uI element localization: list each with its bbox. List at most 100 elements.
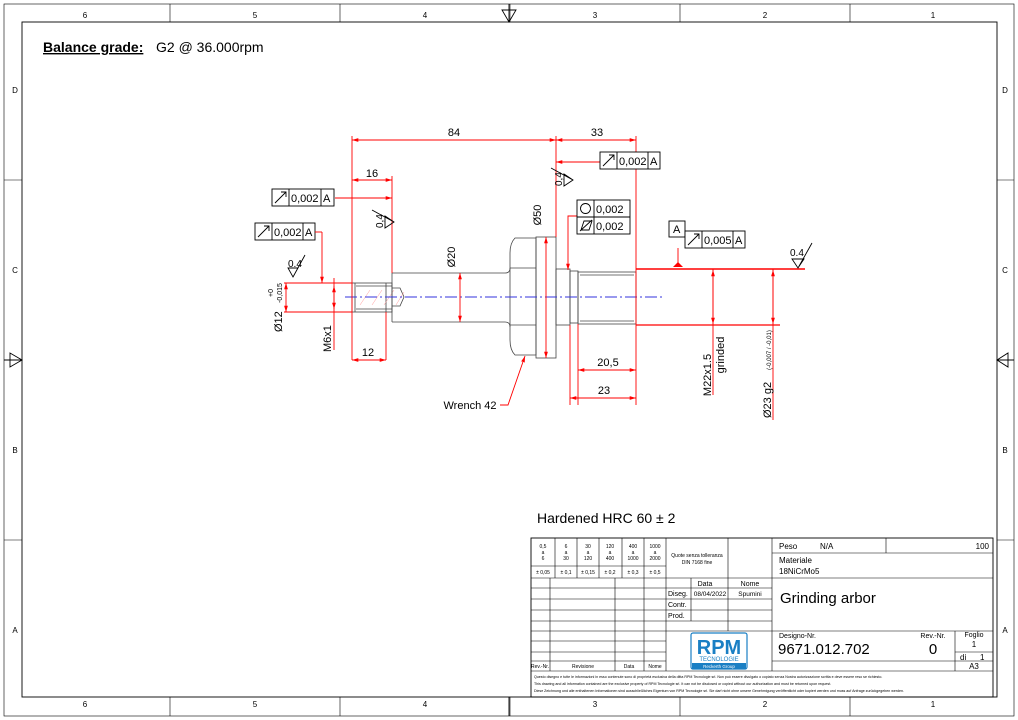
roughness-symbol: 0,4 (371, 209, 395, 229)
drawing-number: 9671.012.702 (778, 641, 870, 658)
svg-text:Rev.-Nr.: Rev.-Nr. (920, 633, 945, 640)
row-label: A (12, 626, 18, 635)
row-label: D (1002, 86, 1008, 95)
runout-icon (602, 154, 615, 167)
dimension-lines (284, 136, 805, 420)
svg-text:RPM: RPM (697, 637, 741, 659)
runout-icon (687, 233, 700, 246)
dim-dia12: Ø12 (273, 311, 285, 332)
column-label: 2 (763, 700, 768, 709)
dim-dia12-tol-up: +0 (268, 289, 275, 297)
svg-text:1000: 1000 (627, 556, 638, 562)
dim-16: 16 (366, 168, 378, 180)
svg-text:1: 1 (980, 653, 985, 662)
row-label: B (12, 446, 17, 455)
column-label: 6 (83, 700, 88, 709)
roughness-symbol: 0.4 (790, 242, 813, 269)
dim-grinded: grinded (715, 337, 727, 374)
svg-text:a: a (565, 550, 568, 556)
svg-text:Diese Zeichnung und alle entha: Diese Zeichnung und alle enthaltenen Inf… (534, 689, 904, 693)
svg-text:Questo disegno e tutte le info: Questo disegno e tutte le informazioni i… (534, 675, 882, 679)
roughness-symbol: 0.4 (287, 254, 306, 278)
dim-dia12-tol-low: -0,015 (277, 283, 284, 303)
column-label: 6 (83, 11, 88, 20)
column-label: 1 (931, 11, 936, 20)
svg-text:400: 400 (606, 556, 615, 562)
svg-text:A3: A3 (969, 662, 979, 671)
svg-text:This drawing and all informati: This drawing and all information contain… (534, 682, 831, 686)
runout-frame: 0,002 A (271, 188, 335, 207)
column-label: 4 (423, 700, 428, 709)
svg-text:Quote senza tolleranza: Quote senza tolleranza (671, 553, 723, 559)
svg-text:0: 0 (929, 641, 937, 658)
svg-text:Revisione: Revisione (572, 664, 594, 670)
wrench-label: Wrench 42 (444, 400, 497, 412)
form-tolerance-frame: 0,002 0,002 (576, 199, 631, 235)
row-labels: D C B A D C B A (12, 86, 1008, 635)
svg-text:Data: Data (624, 664, 635, 670)
cylindricity-icon (579, 219, 593, 232)
roughness-symbol: 0,4 (550, 167, 574, 187)
column-label: 3 (593, 700, 598, 709)
row-label: C (1002, 266, 1008, 275)
svg-text:Diseg.: Diseg. (668, 591, 688, 598)
balance-grade-value: G2 @ 36.000rpm (156, 39, 264, 55)
column-label: 1 (931, 700, 936, 709)
svg-text:Reckerth Group: Reckerth Group (703, 664, 735, 669)
svg-text:A: A (735, 235, 743, 247)
column-label: 4 (423, 11, 428, 20)
svg-text:0,002: 0,002 (291, 193, 319, 205)
svg-text:a: a (542, 550, 545, 556)
svg-text:120: 120 (584, 556, 593, 562)
dim-dia23: Ø23 g2 (762, 382, 774, 418)
svg-text:± 0,3: ± 0,3 (627, 570, 638, 576)
dim-84: 84 (448, 127, 460, 139)
svg-text:Spumini: Spumini (738, 591, 761, 598)
svg-text:120: 120 (606, 544, 615, 550)
svg-text:30: 30 (585, 544, 591, 550)
centering-marks (4, 4, 1014, 716)
svg-text:Nome: Nome (648, 664, 662, 670)
sheet-frame: 6 5 4 3 2 1 6 5 4 3 2 1 D C B A D C B A (3, 3, 1015, 717)
svg-text:A: A (673, 224, 681, 236)
column-label: 3 (593, 11, 598, 20)
svg-text:0,4: 0,4 (375, 214, 386, 228)
column-label: 5 (253, 700, 258, 709)
svg-text:a: a (587, 550, 590, 556)
svg-text:1000: 1000 (649, 544, 660, 550)
dim-33: 33 (591, 127, 603, 139)
svg-text:400: 400 (629, 544, 638, 550)
svg-text:A: A (323, 193, 331, 205)
column-label: 5 (253, 11, 258, 20)
dim-dia50: Ø50 (532, 205, 544, 226)
svg-text:Designo-Nr.: Designo-Nr. (779, 633, 816, 640)
svg-text:± 0,5: ± 0,5 (649, 570, 660, 576)
disclaimer: Questo disegno e tutte le informazioni i… (534, 675, 904, 693)
svg-text:A: A (650, 156, 658, 168)
svg-text:0,002: 0,002 (619, 156, 647, 168)
svg-text:0,002: 0,002 (596, 204, 624, 216)
svg-text:6: 6 (542, 556, 545, 562)
dimension-labels: 84 33 16 12 20,5 23 Ø20 Ø50 Ø12 +0 -0,01… (268, 127, 774, 418)
svg-text:± 0,15: ± 0,15 (581, 570, 595, 576)
datum-a: A (668, 220, 686, 238)
svg-text:di: di (960, 653, 966, 662)
dim-dia20: Ø20 (446, 247, 458, 268)
svg-text:Materiale: Materiale (779, 556, 812, 565)
drawing-title: Grinding arbor (780, 590, 876, 607)
row-label: B (1002, 446, 1007, 455)
svg-text:± 0,2: ± 0,2 (604, 570, 615, 576)
svg-text:0,002: 0,002 (596, 221, 624, 233)
svg-text:0.4: 0.4 (288, 259, 302, 270)
column-labels-bottom: 6 5 4 3 2 1 (83, 700, 936, 709)
svg-text:A: A (305, 227, 313, 239)
svg-text:± 0,1: ± 0,1 (560, 570, 571, 576)
svg-text:1: 1 (972, 640, 977, 649)
row-label: D (12, 86, 18, 95)
svg-text:0,005: 0,005 (704, 235, 732, 247)
